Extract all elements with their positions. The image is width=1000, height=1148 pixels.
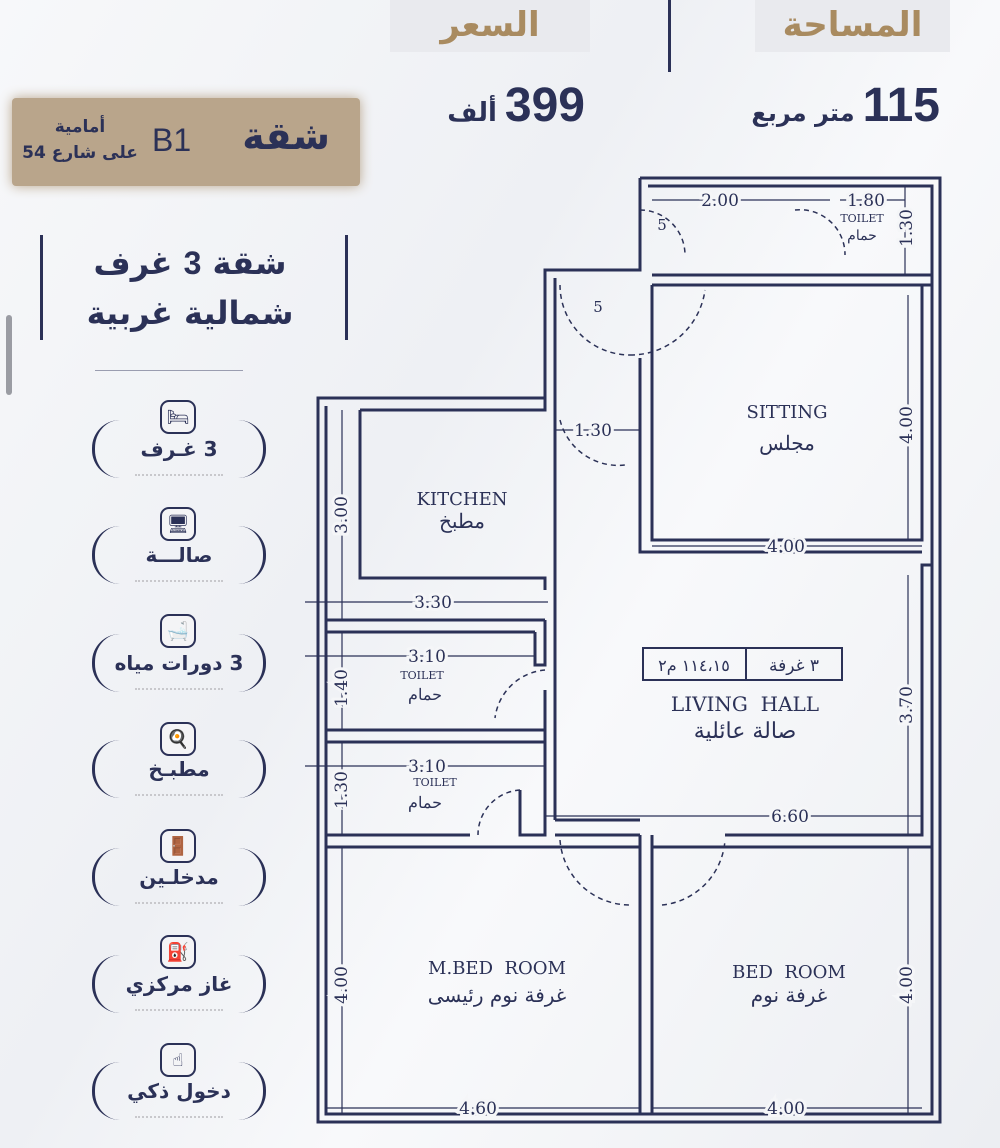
feature-rooms: 3 غـرف	[92, 420, 266, 478]
dim-top-1-80: 1.80	[847, 191, 885, 211]
area-unit: متر مربع	[751, 99, 855, 127]
area-label: المساحة	[755, 0, 950, 52]
summary-orientation: شمالية غربية	[86, 294, 294, 332]
price-block: 399 ألف	[395, 78, 585, 133]
unit-tag: شقة B1 أمامية على شارع 54	[12, 98, 360, 186]
price-unit: ألف	[447, 98, 497, 128]
summary: شقة 3 غرف شمالية غربية	[50, 238, 330, 338]
dim-living-h: 3.70	[897, 686, 917, 724]
dim-kitchen-w: 3.30	[414, 593, 452, 613]
dim-sitting-w: 4.00	[767, 537, 805, 557]
room-toilet-top-ar: حمام	[847, 228, 877, 244]
divider	[95, 370, 243, 371]
tv-stand-icon: 🖥	[160, 507, 196, 541]
door-swings	[477, 208, 846, 906]
door-label-5a: 5	[657, 216, 667, 234]
room-sitting-en: SITTING	[746, 402, 827, 423]
unit-location-line2: على شارع 54	[22, 143, 138, 163]
feature-bathrooms: 3 دورات مياه	[92, 634, 266, 692]
feature-entrances: مدخلـين	[92, 848, 266, 906]
walls	[316, 176, 942, 1124]
dim-sitting-h: 4.00	[897, 406, 917, 444]
dim-toilet1-h: 1.40	[332, 669, 352, 707]
area-value: 115	[862, 79, 940, 132]
summary-prefix: شقة	[212, 244, 287, 282]
feature-gas: غاز مركزي	[92, 955, 266, 1013]
feature-kitchen: مطبـخ	[92, 740, 266, 798]
dim-top-2-00: 2.00	[701, 191, 739, 211]
scrollbar-thumb[interactable]	[6, 315, 12, 395]
dim-corridor-1-30: 1.30	[574, 421, 612, 441]
room-living-en: LIVING HALL	[671, 692, 819, 716]
bed-icon: 🛏	[160, 400, 196, 434]
kitchen-icon: 🍳	[160, 722, 196, 756]
room-kitchen-ar: مطبخ	[439, 509, 485, 533]
room-toilet-top-en: TOILET	[840, 212, 884, 225]
dim-toilet1-w: 3.10	[408, 647, 446, 667]
room-kitchen-en: KITCHEN	[417, 489, 508, 510]
price-value: 399	[504, 79, 585, 132]
smart-touch-icon: ☝	[160, 1043, 196, 1077]
area-block: 115 متر مربع	[740, 78, 940, 133]
bathtub-icon: 🛁	[160, 614, 196, 648]
unit-title: شقة	[242, 114, 330, 158]
dim-toilet2-h: 1.30	[332, 771, 352, 809]
summary-number: 3	[183, 245, 202, 281]
room-toilet1-ar: حمام	[408, 685, 442, 704]
dimension-lines	[305, 186, 922, 1114]
unit-location-line1: أمامية	[54, 117, 106, 137]
room-bed-ar: غرفة نوم	[751, 983, 827, 1007]
door-label-5b: 5	[593, 298, 603, 316]
unit-location: أمامية على شارع 54	[20, 114, 140, 166]
room-toilet2-en: TOILET	[413, 776, 457, 789]
summary-suffix: غرف	[93, 244, 173, 282]
room-toilet1-en: TOILET	[400, 669, 444, 682]
unit-code: B1	[152, 122, 192, 158]
plan-summary-area: ١١٤،١٥ م٢	[658, 656, 730, 675]
dim-living-w: 6.60	[771, 807, 809, 827]
summary-bar	[345, 235, 348, 340]
plan-summary-box: ٣ غرفة ١١٤،١٥ م٢	[642, 647, 843, 681]
room-bed-en: BED ROOM	[732, 962, 846, 983]
dim-kitchen-h: 3.00	[332, 496, 352, 534]
feature-smart-entry: دخول ذكي	[92, 1062, 266, 1120]
price-label: السعر	[390, 0, 590, 52]
room-mbed-ar: غرفة نوم رئيسى	[428, 983, 567, 1007]
dim-toilet2-w: 3.10	[408, 757, 446, 777]
header-divider	[668, 0, 671, 72]
summary-bar	[40, 235, 43, 340]
door-icon: 🚪	[160, 829, 196, 863]
room-sitting-ar: مجلس	[759, 431, 815, 455]
dim-bed-h: 4.00	[897, 966, 917, 1004]
room-living-ar: صالة عائلية	[694, 719, 797, 744]
plan-summary-rooms: ٣ غرفة	[769, 656, 819, 676]
dim-mbed-w: 4.60	[459, 1099, 497, 1119]
dim-bed-w: 4.00	[767, 1099, 805, 1119]
room-toilet2-ar: حمام	[408, 793, 442, 812]
dim-top-1-30: 1.30	[897, 209, 917, 247]
room-mbed-en: M.BED ROOM	[428, 958, 566, 979]
dim-mbed-h: 4.00	[332, 966, 352, 1004]
gas-cylinder-icon: ⛽	[160, 935, 196, 969]
feature-hall: صالـــة	[92, 526, 266, 584]
